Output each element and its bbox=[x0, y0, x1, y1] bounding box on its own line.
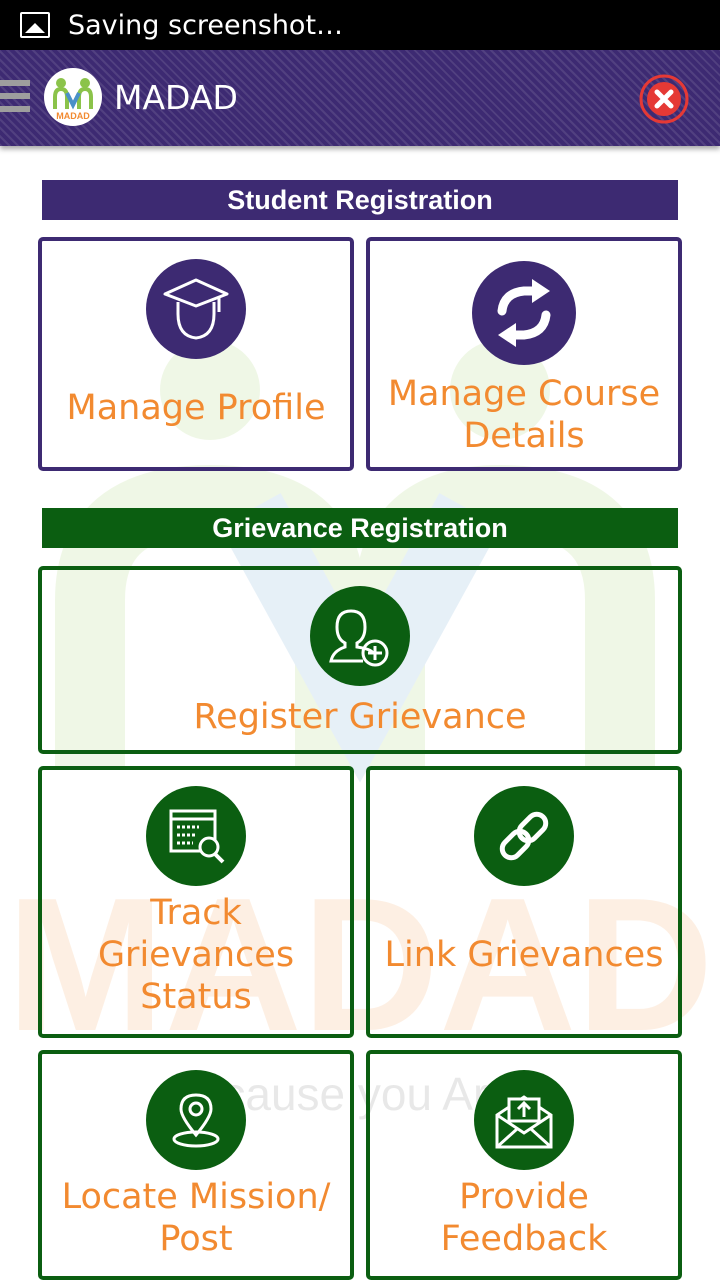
link-grievances-label: Link Grievances bbox=[384, 935, 664, 975]
register-grievance-label: Register Grievance bbox=[193, 697, 527, 737]
manage-course-details-tile[interactable]: Manage Course Details bbox=[366, 237, 682, 471]
document-search-icon bbox=[146, 786, 246, 886]
close-icon bbox=[639, 74, 689, 124]
graduate-icon bbox=[146, 259, 246, 359]
chain-link-icon bbox=[474, 786, 574, 886]
refresh-arrows-icon bbox=[472, 261, 576, 365]
envelope-upload-icon bbox=[474, 1070, 574, 1170]
status-bar: Saving screenshot… bbox=[0, 0, 720, 50]
link-grievances-tile[interactable]: Link Grievances bbox=[366, 766, 682, 1038]
menu-icon[interactable] bbox=[0, 80, 30, 116]
app-logo: MADAD bbox=[44, 68, 102, 126]
manage-profile-label: Manage Profile bbox=[66, 388, 326, 428]
app-bar: MADAD MADAD bbox=[0, 50, 720, 146]
app-title: MADAD bbox=[114, 78, 238, 117]
student-registration-header: Student Registration bbox=[42, 180, 678, 220]
manage-profile-tile[interactable]: Manage Profile bbox=[38, 237, 354, 471]
locate-mission-post-label: Locate Mission/ Post bbox=[61, 1177, 331, 1259]
logo-text: MADAD bbox=[56, 111, 90, 121]
close-button[interactable] bbox=[637, 72, 691, 126]
manage-course-details-label: Manage Course Details bbox=[387, 374, 661, 456]
locate-mission-post-tile[interactable]: Locate Mission/ Post bbox=[38, 1050, 354, 1280]
image-icon bbox=[20, 12, 50, 38]
track-grievances-status-tile[interactable]: Track Grievances Status bbox=[38, 766, 354, 1038]
grievance-registration-header: Grievance Registration bbox=[42, 508, 678, 548]
provide-feedback-label: Provide Feedback bbox=[440, 1177, 608, 1259]
provide-feedback-tile[interactable]: Provide Feedback bbox=[366, 1050, 682, 1280]
add-user-icon bbox=[310, 586, 410, 686]
register-grievance-tile[interactable]: Register Grievance bbox=[38, 566, 682, 754]
track-grievances-status-label: Track Grievances Status bbox=[97, 893, 295, 1017]
status-notification: Saving screenshot… bbox=[68, 9, 344, 41]
location-pin-icon bbox=[146, 1070, 246, 1170]
